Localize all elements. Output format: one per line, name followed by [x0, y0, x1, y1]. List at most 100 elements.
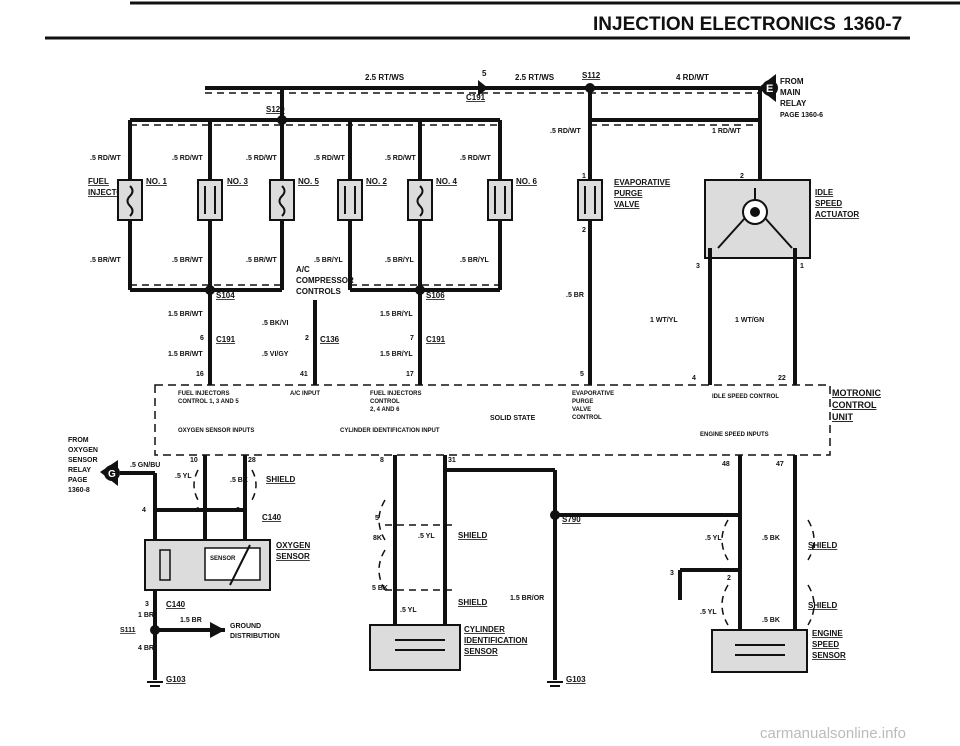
svg-text:4: 4 [692, 375, 696, 382]
ecu-fuel-inj-2b: CONTROL [370, 399, 400, 405]
c140-label-1: C140 [262, 513, 282, 522]
c191-label-2: C191 [426, 335, 446, 344]
rdwt-label-5: .5 RD/WT [385, 155, 416, 162]
cyl-id-circuit [378, 455, 740, 680]
ac-label-1: A/C [296, 265, 310, 274]
from-main-relay-4: PAGE 1360-6 [780, 112, 823, 119]
cyl-id-label-1: CYLINDER [464, 625, 505, 634]
bryl-label-3: .5 BR/YL [460, 257, 490, 264]
from-oxy-2: OXYGEN [68, 447, 98, 454]
s111-label: S111 [120, 627, 136, 634]
ecu-fuel-inj-1a: FUEL INJECTORS [178, 391, 229, 397]
injector-feeds [128, 120, 592, 180]
engine-speed-sensor [711, 629, 808, 673]
rdwt-label-1: .5 RD/WT [90, 155, 121, 162]
rdwt-label-4: .5 RD/WT [314, 155, 345, 162]
connector-pins-bottom: 10 28 8 31 48 47 4 1 2 3 3 1 2 [142, 457, 797, 608]
sensor-inner-label: SENSOR [210, 556, 236, 562]
from-oxy-1: FROM [68, 437, 89, 444]
svg-text:31: 31 [448, 457, 456, 464]
g103-label-2: G103 [566, 675, 586, 684]
ground-dist-2: DISTRIBUTION [230, 633, 280, 640]
from-oxy-6: 1360-8 [68, 487, 90, 494]
svg-text:3: 3 [145, 601, 149, 608]
injector-no2 [337, 179, 363, 221]
s106-label: S106 [426, 291, 445, 300]
evap-label-3: VALVE [614, 200, 640, 209]
yl-label-oxy: .5 YL [175, 473, 192, 480]
rdwt-label-6: .5 RD/WT [460, 155, 491, 162]
wtgn-label: 1 WT/GN [735, 317, 764, 324]
svg-text:1: 1 [800, 263, 804, 270]
esp-label-1: ENGINE [812, 629, 843, 638]
svg-text:28: 28 [248, 457, 256, 464]
shield-label-cyl-1: SHIELD [458, 531, 488, 540]
oxygen-sensor [144, 539, 271, 591]
svg-text:3: 3 [670, 570, 674, 577]
gnbu-label: .5 GN/BU [130, 462, 160, 469]
pin-8k-label: 8K [373, 535, 382, 542]
ecu-evap-1: EVAPORATIVE [572, 391, 614, 397]
svg-text:41: 41 [300, 371, 308, 378]
evap-label-1: EVAPORATIVE [614, 178, 671, 187]
wtyl-label: 1 WT/YL [650, 317, 678, 324]
ecu-evap-4: CONTROL [572, 415, 602, 421]
br15-label: 1.5 BR [180, 617, 202, 624]
idle-speed-actuator: 2 3 1 [696, 173, 811, 385]
shield-label-esp-2: SHIELD [808, 601, 838, 610]
ecu-cyl-id-input: CYLINDER IDENTIFICATION INPUT [340, 428, 440, 434]
svg-text:2: 2 [236, 507, 240, 514]
shield-label-oxy: SHIELD [266, 475, 296, 484]
ac-label-3: CONTROLS [296, 287, 342, 296]
svg-text:6: 6 [200, 335, 204, 342]
svg-text:2: 2 [740, 173, 744, 180]
yl-label-cyl-2: .5 YL [400, 607, 417, 614]
svg-text:8: 8 [380, 457, 384, 464]
bryl15-label-1: 1.5 BR/YL [380, 311, 413, 318]
top-wire-left-label: 2.5 RT/WS [365, 73, 405, 82]
connector-e-letter: E [766, 83, 773, 95]
page-number: 1360-7 [843, 14, 902, 35]
oxy-sensor-label-1: OXYGEN [276, 541, 310, 550]
br-label: .5 BR [566, 292, 584, 299]
brwt15-label-2: 1.5 BR/WT [168, 351, 203, 358]
svg-text:22: 22 [778, 375, 786, 382]
ground-g103-left [147, 681, 163, 687]
svg-text:3: 3 [696, 263, 700, 270]
rdwt-label-7: .5 RD/WT [550, 128, 581, 135]
ground-g103-right [547, 681, 563, 687]
ecu-fuel-inj-2c: 2, 4 AND 6 [370, 407, 400, 413]
ecu-oxygen-inputs: OXYGEN SENSOR INPUTS [178, 428, 254, 434]
svg-text:17: 17 [406, 371, 414, 378]
bror-label: 1.5 BR/OR [510, 595, 544, 602]
rdwt-label-2: .5 RD/WT [172, 155, 203, 162]
svg-text:16: 16 [196, 371, 204, 378]
injector-no1 [117, 179, 143, 221]
pin-5-label: 5 [375, 515, 379, 522]
cyl-id-label-3: SENSOR [464, 647, 498, 656]
inj-label-no5: NO. 5 [298, 177, 319, 186]
bk-label-esp-1: .5 BK [762, 535, 780, 542]
svg-text:1: 1 [793, 575, 797, 582]
from-main-relay-3: RELAY [780, 99, 807, 108]
bkvi-label: .5 BK/VI [262, 320, 289, 327]
yl-label-esp-2: .5 YL [700, 609, 717, 616]
idle-label-3: ACTUATOR [815, 210, 859, 219]
s120-label: S120 [266, 105, 285, 114]
bryl15-label-2: 1.5 BR/YL [380, 351, 413, 358]
ecu-fuel-inj-2a: FUEL INJECTORS [370, 391, 421, 397]
bk5-label: 5 BK [372, 585, 388, 592]
ecu-idle: IDLE SPEED CONTROL [712, 394, 779, 400]
svg-text:2: 2 [727, 575, 731, 582]
svg-text:5: 5 [580, 371, 584, 378]
svg-text:10: 10 [190, 457, 198, 464]
from-oxy-5: PAGE [68, 477, 88, 484]
shield-label-esp-1: SHIELD [808, 541, 838, 550]
c140-label-2: C140 [166, 600, 186, 609]
inj-label-no4: NO. 4 [436, 177, 457, 186]
cyl-id-label-2: IDENTIFICATION [464, 636, 528, 645]
motronic-label-2: CONTROL [832, 400, 877, 410]
top-wire-right-label: 2.5 RT/WS [515, 73, 555, 82]
top-wire-num: 5 [482, 69, 487, 78]
